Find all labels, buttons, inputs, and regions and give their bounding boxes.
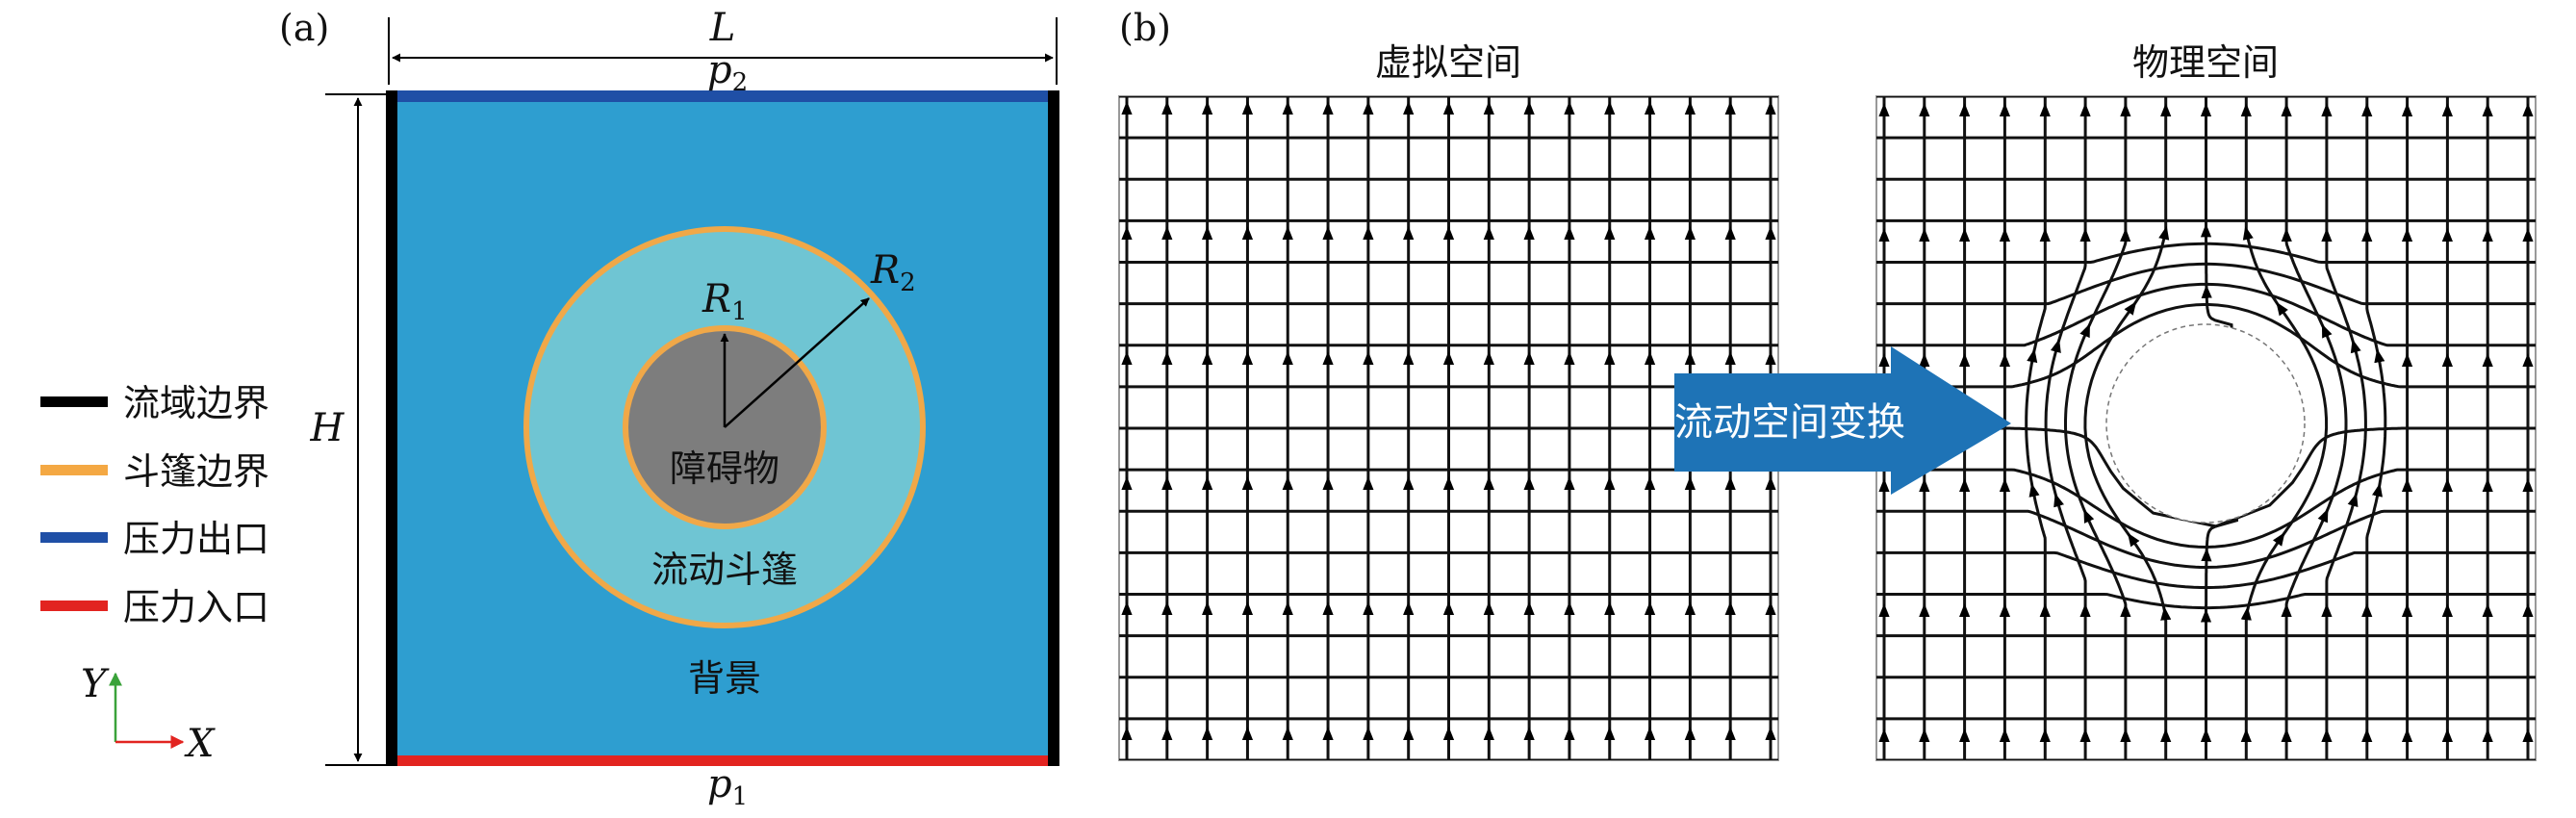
- flow-arrow: [2050, 339, 2061, 356]
- obstacle-label: 障碍物: [670, 447, 779, 490]
- cloak-label: 流动斗篷: [651, 549, 798, 591]
- legend-item-domain-boundary: 流域边界: [40, 382, 269, 424]
- streamline: [1876, 550, 2536, 589]
- flow-arrow: [2272, 532, 2285, 547]
- panel-a: (a) L H R1 R2 障碍物 流动斗篷 背景 p2 p1: [279, 6, 1059, 811]
- panel-b: (b) 虚拟空间 物理空间 流动空间变换: [1118, 7, 2537, 761]
- flow-arrow: [2127, 532, 2140, 548]
- r2-arrow: [724, 297, 870, 428]
- flow-arrow: [2372, 482, 2383, 499]
- transform-arrow-label: 流动空间变换: [1674, 400, 1905, 445]
- legend-item-cloak-boundary: 斗篷边界: [40, 450, 269, 493]
- panel-b-label: (b): [1119, 7, 1171, 49]
- streamline: [1876, 302, 2536, 389]
- flow-arrow: [2028, 482, 2040, 499]
- y-axis-label: Y: [81, 662, 110, 706]
- virtual-space-title: 虚拟空间: [1375, 41, 1521, 84]
- flow-arrow: [2276, 301, 2288, 318]
- r1-label: R1: [701, 277, 748, 326]
- x-axis-label: X: [184, 722, 216, 766]
- height-label: H: [310, 406, 345, 450]
- flow-arrow: [2347, 493, 2359, 510]
- legend-swatch: [40, 465, 108, 475]
- pressure-inlet-boundary: [389, 755, 1057, 766]
- streamline: [1876, 593, 2536, 610]
- legend-swatch: [40, 601, 108, 611]
- legend-item-pressure-outlet: 压力出口: [40, 518, 269, 560]
- flow-arrow: [2027, 348, 2038, 366]
- flow-arrow: [2321, 323, 2333, 342]
- streamline: [1876, 242, 2536, 264]
- inlet-pressure-label: p1: [707, 762, 748, 811]
- flow-arrow: [2158, 225, 2170, 241]
- flow-arrow: [2374, 348, 2385, 366]
- outlet-pressure-label: p2: [707, 48, 748, 97]
- legend-swatch: [40, 396, 108, 407]
- streamline: [1876, 262, 2536, 306]
- flow-arrow: [2350, 339, 2361, 357]
- background-label: 背景: [688, 657, 761, 700]
- width-label: L: [709, 6, 736, 50]
- transform-arrow: [1674, 346, 2011, 495]
- flow-arrow: [2160, 606, 2172, 621]
- legend-label: 斗篷边界: [123, 450, 269, 493]
- r2-label: R2: [870, 248, 916, 297]
- flow-arrow: [2053, 493, 2064, 510]
- flow-arrow: [2240, 606, 2252, 621]
- legend-label: 流域边界: [123, 382, 269, 424]
- streamline: [1876, 468, 2536, 550]
- right-wall-boundary: [1048, 90, 1059, 766]
- flow-arrow: [2242, 225, 2254, 241]
- flow-arrow: [2124, 301, 2137, 317]
- streamline: [1876, 509, 2536, 569]
- physical-space-title: 物理空间: [2132, 41, 2279, 84]
- legend-label: 压力出口: [123, 518, 269, 560]
- legend-label: 压力入口: [123, 586, 269, 628]
- virtual-space-grid: [1119, 96, 1778, 760]
- panel-a-label: (a): [279, 7, 329, 49]
- flow-arrow: [2079, 323, 2090, 342]
- axes-indicator: Y X: [81, 662, 216, 766]
- obstacle-outline: [2105, 323, 2306, 524]
- streamline: [1876, 282, 2536, 347]
- legend-item-pressure-inlet: 压力入口: [40, 586, 269, 628]
- flow-arrow: [2317, 508, 2329, 525]
- legend-swatch: [40, 532, 108, 543]
- flow-arrow: [2083, 508, 2095, 526]
- legend: 流域边界 斗篷边界 压力出口 压力入口: [40, 382, 269, 628]
- left-wall-boundary: [386, 90, 397, 766]
- pressure-outlet-boundary: [389, 90, 1057, 102]
